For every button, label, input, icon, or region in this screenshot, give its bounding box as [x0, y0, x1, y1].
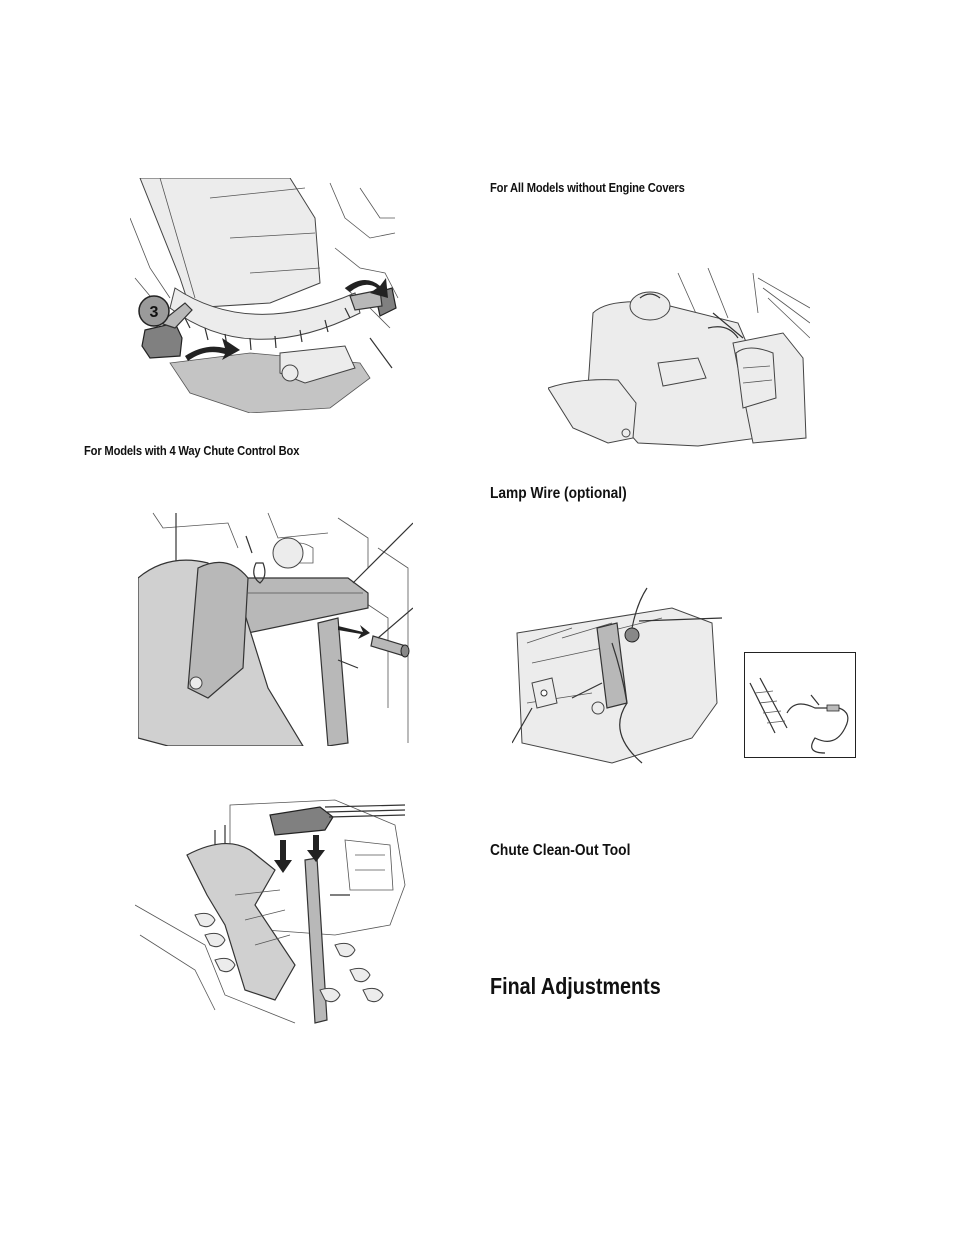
figure-lamp-wire-connector-inset [744, 652, 856, 758]
heading-lamp-wire: Lamp Wire (optional) [490, 485, 627, 502]
figure-chute-base-rotation: 3 [130, 178, 400, 413]
heading-four-way-chute-control-box: For Models with 4 Way Chute Control Box [84, 443, 300, 458]
heading-all-models-without-engine-covers: For All Models without Engine Covers [490, 180, 685, 195]
heading-final-adjustments: Final Adjustments [490, 973, 661, 999]
figure-chute-control-box-pin [138, 508, 413, 746]
step-number-label: 3 [150, 304, 159, 321]
figure-chute-install-overview [135, 795, 413, 1025]
heading-chute-clean-out-tool: Chute Clean-Out Tool [490, 842, 631, 859]
figure-lamp-wire-routing [512, 583, 734, 768]
figure-engine-without-covers [548, 268, 810, 448]
